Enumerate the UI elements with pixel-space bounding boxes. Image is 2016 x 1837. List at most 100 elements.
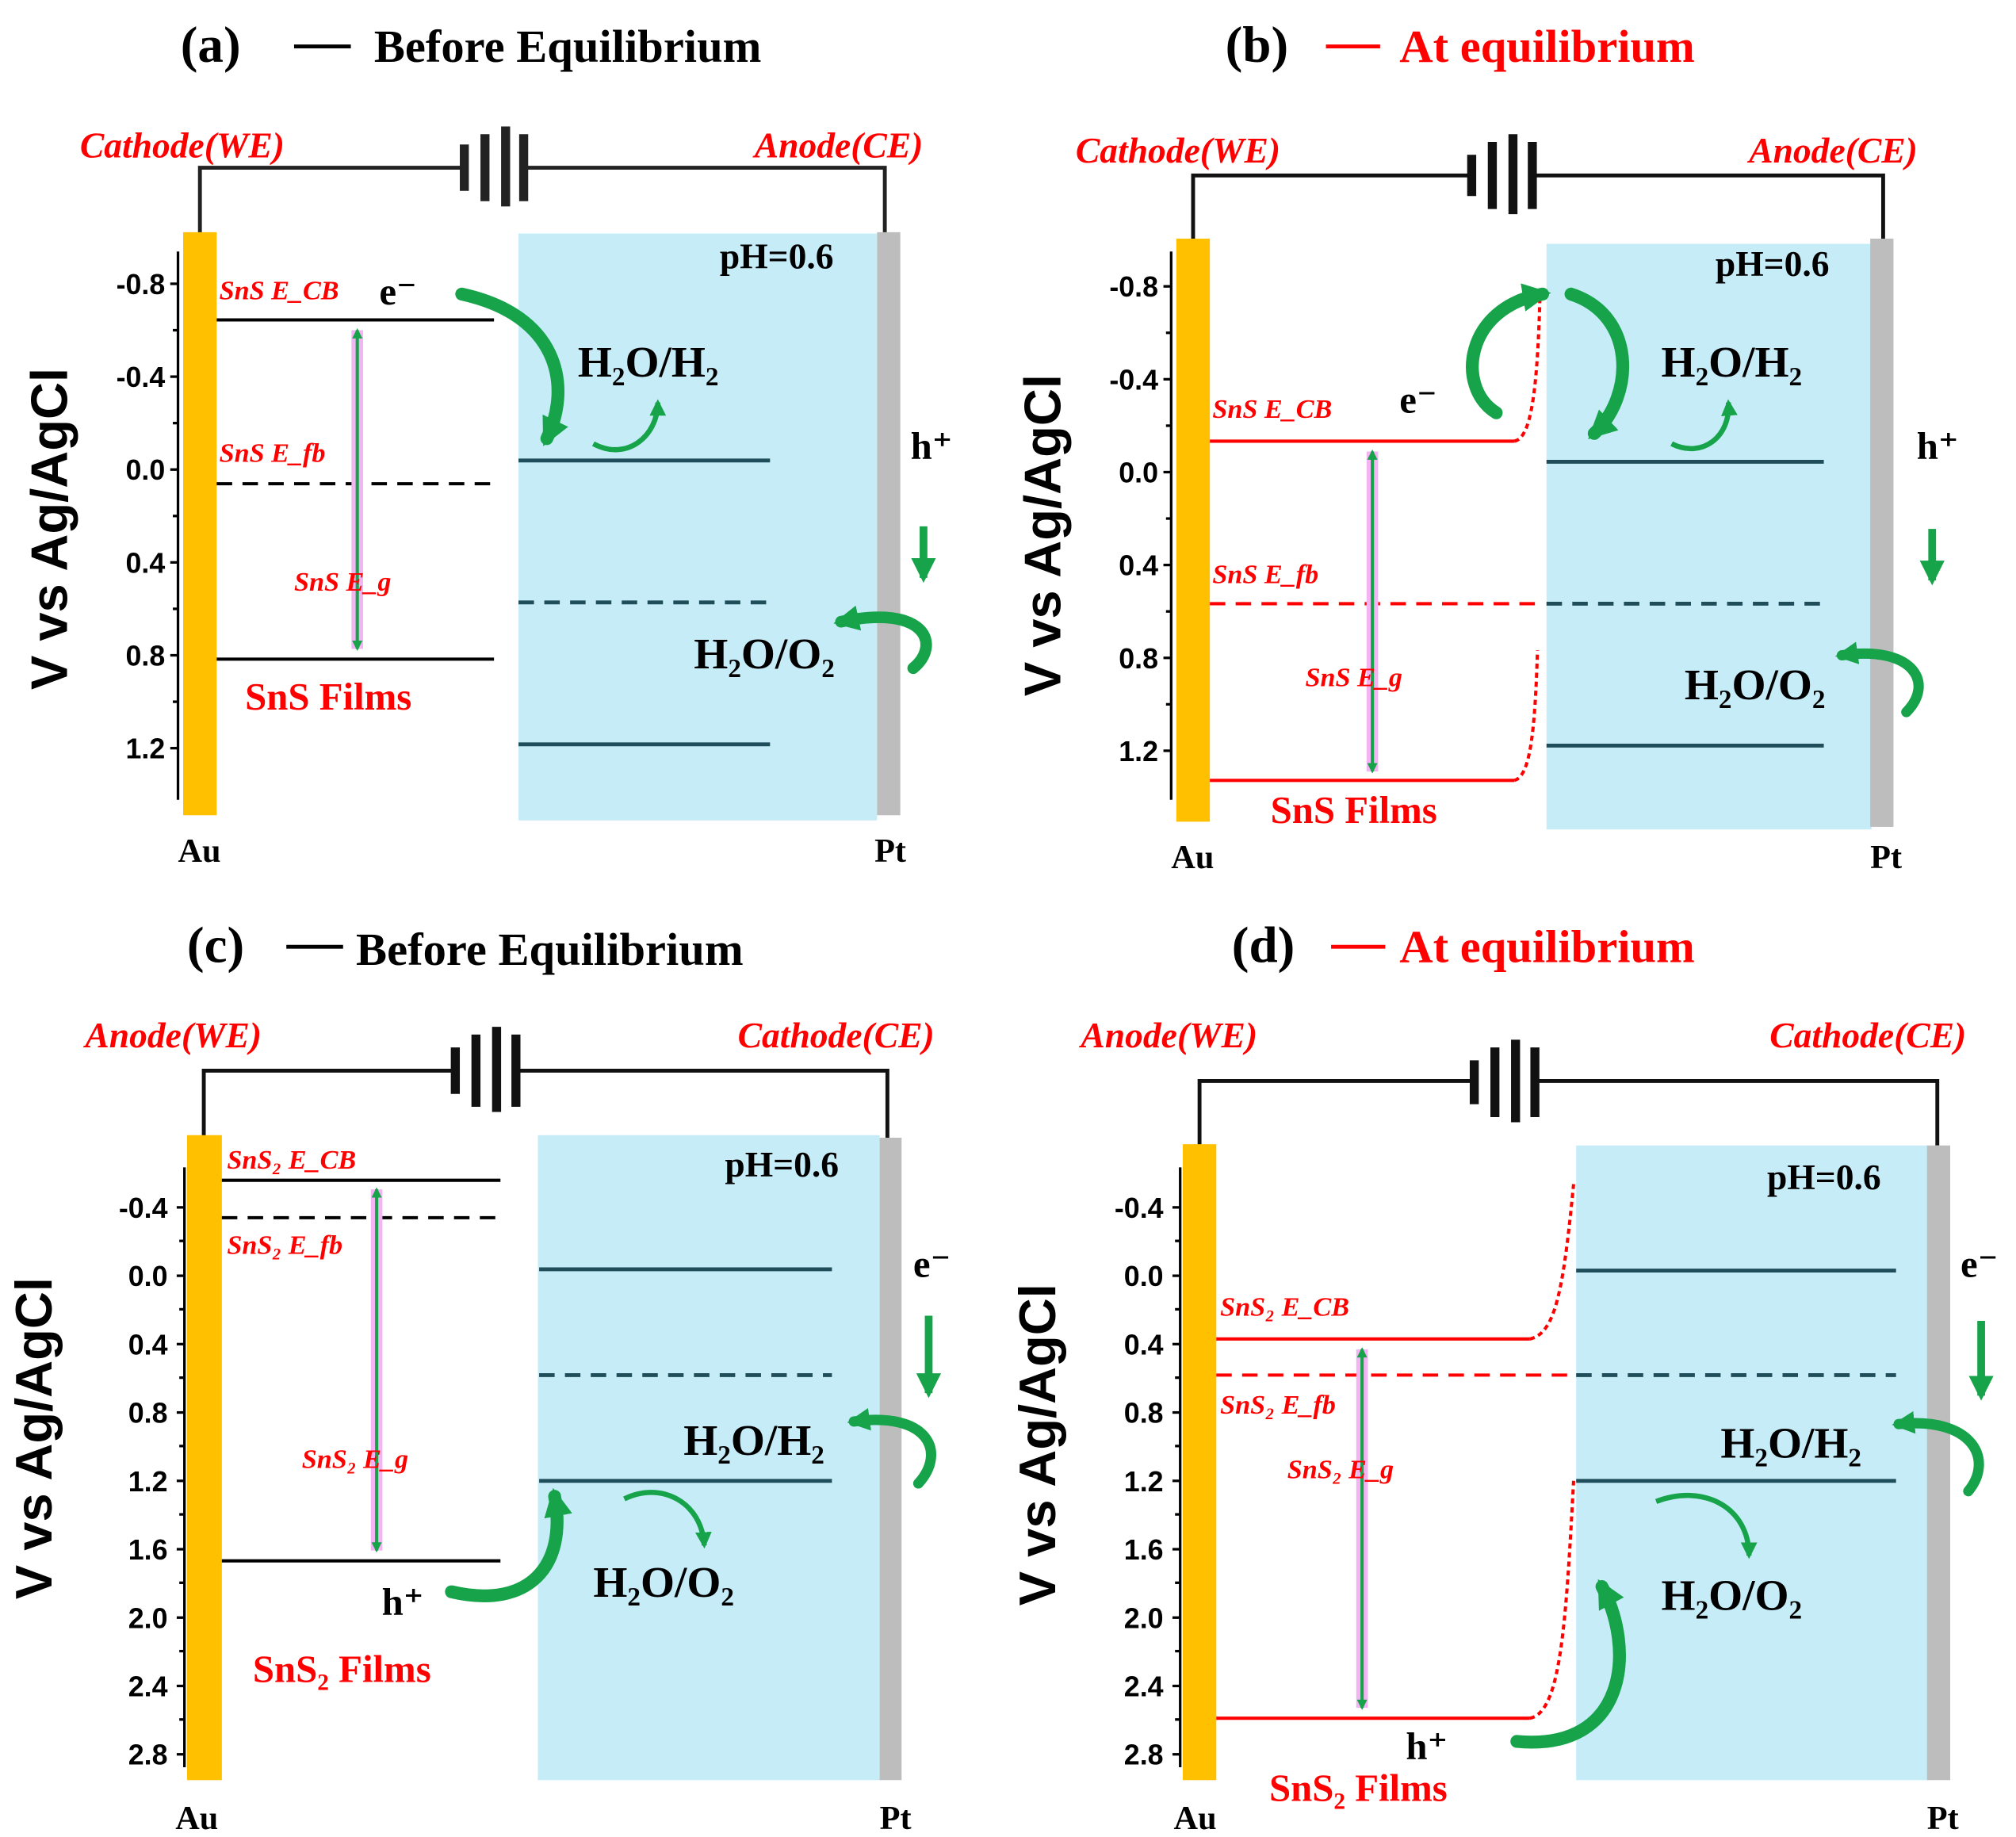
- panel-letter: (a): [181, 17, 241, 74]
- film-label: SnS Films: [1271, 789, 1437, 832]
- tick-label: 0.4: [126, 547, 166, 579]
- eg-label: SnS E_g: [294, 568, 391, 597]
- electrolyte: [518, 233, 878, 821]
- au-label: Au: [1174, 1800, 1217, 1837]
- hole-transfer-arrow: [1834, 641, 1924, 718]
- electrolyte: [1546, 243, 1872, 830]
- au-label: Au: [178, 832, 221, 870]
- electrolyte: [537, 1135, 880, 1781]
- axis-label: V vs Ag/AgCl: [21, 368, 78, 690]
- external-circuit: [1197, 1039, 1940, 1146]
- state-title: Before Equilibrium: [374, 21, 762, 72]
- tick-label: 2.8: [128, 1739, 168, 1771]
- reaction-arrow: [623, 1490, 712, 1549]
- tick-label: 2.0: [1124, 1602, 1164, 1634]
- axis-label: V vs Ag/AgCl: [1013, 374, 1071, 696]
- electron-label: e⁻: [1961, 1243, 1998, 1286]
- pt-electrode: [877, 232, 901, 816]
- hole-label: h⁺: [382, 1581, 424, 1624]
- external-circuit: [201, 1027, 889, 1139]
- hole-label: h⁺: [1917, 425, 1959, 468]
- au-electrode: [1176, 238, 1211, 822]
- ph-label: pH=0.6: [1767, 1157, 1881, 1197]
- panel-a: (a) Before Equilibrium Cathode(WE) Anode…: [21, 17, 953, 870]
- ecb-label: SnS E_CB: [220, 276, 339, 305]
- y-axis: -0.4 0.0 0.4 0.8 1.2 1.6 2.0 2.4 2.8: [1008, 1167, 1182, 1771]
- ph-label: pH=0.6: [725, 1144, 839, 1184]
- electron-label: e⁻: [913, 1243, 951, 1286]
- hole-transfer-arrow: [445, 1487, 572, 1602]
- left-electrode-role: Anode(WE): [82, 1015, 262, 1055]
- panel-letter: (c): [187, 917, 244, 974]
- electron-transfer-arrow: [455, 287, 568, 446]
- tick-label: 0.8: [126, 641, 166, 672]
- external-circuit: [1191, 134, 1885, 240]
- eg-label: SnS₂ E_g: [1287, 1456, 1394, 1485]
- film-label: SnS₂ Films: [253, 1648, 431, 1691]
- pt-electrode: [1926, 1145, 1951, 1781]
- tick-label: 0.4: [1119, 550, 1158, 582]
- panel-letter: (d): [1232, 917, 1295, 974]
- band-bending-vb: [1529, 1480, 1575, 1720]
- au-label: Au: [1171, 839, 1214, 876]
- hole-label: h⁺: [1406, 1725, 1448, 1768]
- ph-label: pH=0.6: [720, 235, 834, 276]
- left-electrode-role: Cathode(WE): [80, 124, 285, 165]
- h2-redox-label: H₂O/H₂: [578, 338, 719, 386]
- tick-label: 1.2: [1119, 736, 1158, 767]
- tick-label: 2.4: [1124, 1671, 1164, 1703]
- left-electrode-role: Anode(WE): [1078, 1015, 1257, 1055]
- y-axis: -0.8 -0.4 0.0 0.4 0.8 1.2 V vs Ag/AgCl: [1013, 251, 1172, 800]
- tick-label: 1.6: [128, 1534, 168, 1566]
- tick-label: -0.4: [1109, 364, 1158, 396]
- right-electrode-role: Cathode(CE): [738, 1015, 935, 1055]
- tick-label: 0.0: [126, 454, 166, 486]
- state-title: At equilibrium: [1399, 21, 1695, 72]
- tick-label: 0.0: [128, 1261, 168, 1292]
- tick-label: 2.4: [128, 1671, 168, 1703]
- reaction-arrow: [591, 399, 667, 453]
- h2-redox-label: H₂O/H₂: [1720, 1419, 1861, 1468]
- state-title: Before Equilibrium: [356, 924, 744, 975]
- au-electrode: [1182, 1144, 1217, 1781]
- film-label: SnS₂ Films: [1269, 1766, 1448, 1809]
- pt-label: Pt: [880, 1800, 912, 1837]
- tick-label: -0.4: [1115, 1192, 1164, 1224]
- pt-label: Pt: [874, 832, 906, 870]
- o2-redox-label: H₂O/O₂: [1662, 1571, 1803, 1619]
- tick-label: -0.8: [1109, 271, 1158, 303]
- tick-label: 1.2: [1124, 1466, 1164, 1498]
- ecb-label: SnS₂ E_CB: [1220, 1293, 1349, 1322]
- tick-label: 0.4: [1124, 1329, 1164, 1361]
- o2-redox-label: H₂O/O₂: [1685, 660, 1826, 709]
- state-title: At equilibrium: [1399, 921, 1695, 973]
- efb-label: SnS₂ E_fb: [227, 1230, 342, 1260]
- y-axis: -0.8 -0.4 0.0 0.4 0.8 1.2 V vs Ag/AgCl: [21, 251, 180, 800]
- panel-d: (d) At equilibrium Anode(WE) Cathode(CE): [1008, 917, 1999, 1837]
- left-electrode-role: Cathode(WE): [1076, 130, 1280, 170]
- panel-c: (c) Before Equilibrium Anode(WE) Cathode…: [5, 917, 951, 1837]
- pt-label: Pt: [1870, 839, 1902, 876]
- tick-label: 0.4: [128, 1329, 168, 1361]
- band-bending-cb: [1513, 291, 1542, 443]
- efb-label: SnS₂ E_fb: [1220, 1391, 1336, 1420]
- right-electrode-role: Cathode(CE): [1769, 1015, 1966, 1055]
- tick-label: 2.8: [1124, 1739, 1164, 1771]
- hole-transfer-arrow: [1510, 1579, 1626, 1749]
- h2-redox-label: H₂O/H₂: [1662, 338, 1803, 386]
- efb-label: SnS E_fb: [220, 438, 326, 468]
- axis-label: V vs Ag/AgCl: [5, 1277, 63, 1599]
- tick-label: 1.2: [126, 733, 166, 765]
- reaction-arrow: [1670, 399, 1738, 451]
- tick-label: 1.6: [1124, 1534, 1164, 1566]
- panel-b: (b) At equilibrium Cathode(WE) Anode(CE): [1013, 17, 1958, 876]
- o2-redox-label: H₂O/O₂: [593, 1558, 734, 1606]
- right-electrode-role: Anode(CE): [1746, 130, 1918, 170]
- electron-transfer-arrow: [1564, 287, 1629, 440]
- tick-label: -0.4: [117, 362, 166, 393]
- ecb-label: SnS E_CB: [1212, 395, 1332, 424]
- tick-label: -0.4: [119, 1192, 168, 1224]
